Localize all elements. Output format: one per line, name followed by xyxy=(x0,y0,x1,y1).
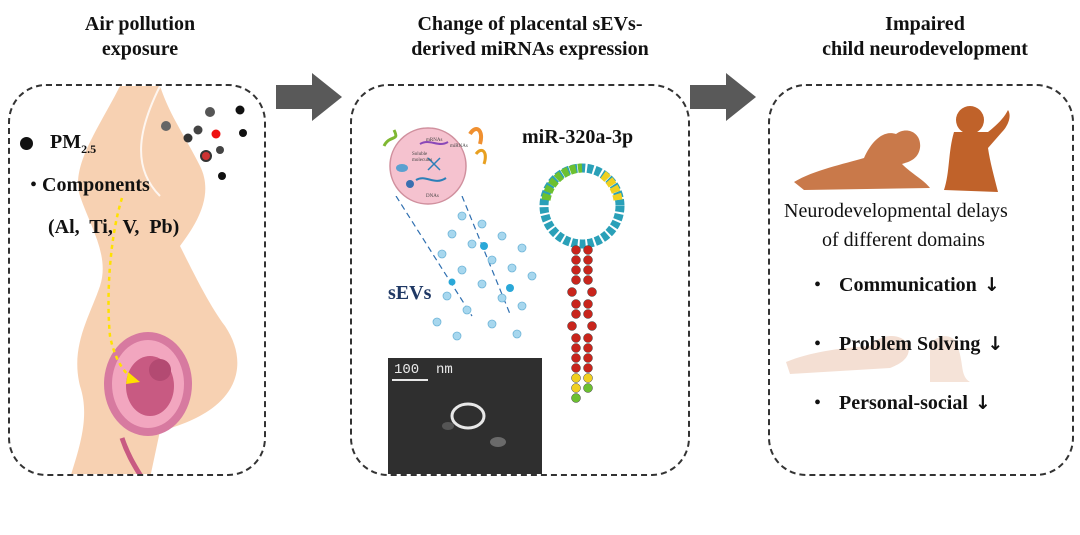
down-arrow-icon: ↓ xyxy=(974,392,991,414)
flow-arrow-2 xyxy=(690,73,756,121)
panel1-title-line2: exposure xyxy=(101,38,179,60)
panel-neurodevelopment: Neurodevelopmental delays of different d… xyxy=(768,84,1074,476)
diagram-label-dnas: DNAs xyxy=(426,194,439,199)
domain-label: Communication xyxy=(839,274,977,296)
domain-communication: • Communication ↓ xyxy=(814,274,1000,297)
pregnant-woman-illustration xyxy=(71,86,238,474)
diagram-label-soluble: Soluble xyxy=(412,152,428,157)
pm-text: PM xyxy=(50,131,82,153)
panel1-title: Air pollution exposure xyxy=(40,12,240,62)
em-vesicle-image xyxy=(388,358,542,474)
expansion-lines xyxy=(395,196,511,317)
em-micrograph: 100 nm xyxy=(388,358,542,474)
panel3-title-line2: child neurodevelopment xyxy=(822,38,1028,60)
pm-subscript: 2.5 xyxy=(81,142,97,156)
panel-air-pollution: PM2.5 • Components (Al, Ti, V, Pb) xyxy=(8,84,266,476)
pm-particles-icon xyxy=(161,105,247,180)
panel2-title-line2: derived miRNAs expression xyxy=(411,38,649,60)
diagram-label-molecules: molecules xyxy=(412,158,433,163)
metals-list: (Al, Ti, V, Pb) xyxy=(48,216,180,238)
faded-baby-silhouettes xyxy=(786,335,970,382)
exosome-cargo-diagram xyxy=(382,127,487,205)
sevs-label: sEVs xyxy=(388,282,432,304)
vesicle-cloud xyxy=(432,211,537,341)
panel3-title-line1: Impaired xyxy=(885,13,965,35)
panel-placental-sevs: Soluble molecules DNAs mRNAs miRNAs sEVs… xyxy=(350,84,690,476)
down-arrow-icon: ↓ xyxy=(983,274,1000,296)
mirna-label: miR-320a-3p xyxy=(522,126,634,148)
panel1-title-line1: Air pollution xyxy=(84,13,196,35)
panel2-title: Change of placental sEVs- derived miRNAs… xyxy=(360,12,700,62)
domain-label: Personal-social xyxy=(839,392,968,414)
domain-bullet: • xyxy=(814,392,822,414)
mirna-hairpin-structure xyxy=(539,163,625,403)
components-bullet: • xyxy=(30,174,38,196)
domain-bullet: • xyxy=(814,333,822,355)
panel2-title-line1: Change of placental sEVs- xyxy=(417,13,643,35)
domain-problem-solving: • Problem Solving ↓ xyxy=(814,333,1003,356)
diagram-label-mirnas: miRNAs xyxy=(450,144,468,149)
components-label: Components xyxy=(42,174,150,196)
delays-line2: of different domains xyxy=(822,229,985,251)
crawling-baby-icon xyxy=(794,130,930,190)
flow-arrow-1 xyxy=(276,73,342,121)
delays-line1: Neurodevelopmental delays xyxy=(784,200,1008,222)
pm25-label: PM2.5 xyxy=(50,131,96,157)
domain-personal-social: • Personal-social ↓ xyxy=(814,392,991,415)
pm-bullet-icon xyxy=(20,137,33,150)
scale-bar-label: 100 nm xyxy=(394,362,453,378)
diagram-label-mrnas: mRNAs xyxy=(426,138,443,143)
sitting-baby-icon xyxy=(944,106,1010,192)
components-line: • Components xyxy=(30,174,150,197)
down-arrow-icon: ↓ xyxy=(987,333,1004,355)
domain-bullet: • xyxy=(814,274,822,296)
panel3-title: Impaired child neurodevelopment xyxy=(780,12,1070,62)
domain-label: Problem Solving xyxy=(839,333,981,355)
